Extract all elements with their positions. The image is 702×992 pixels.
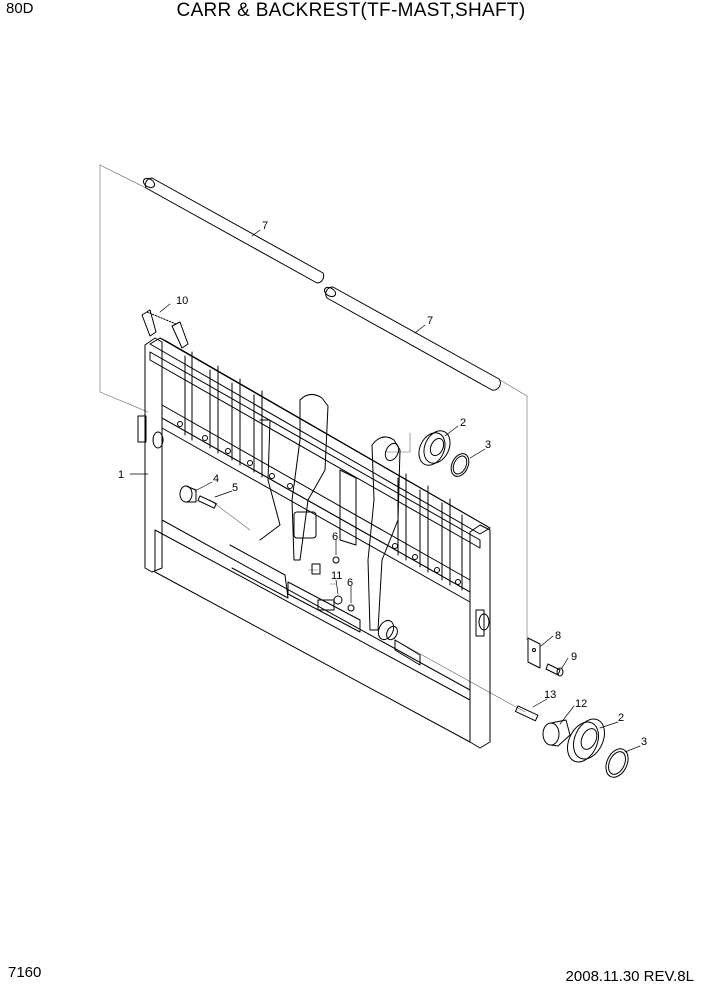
grease-fittings-10 xyxy=(141,309,189,349)
callout-3-lower: 3 xyxy=(641,736,647,748)
assembly-lines xyxy=(99,164,528,713)
callout-12: 12 xyxy=(575,698,587,710)
small-fittings xyxy=(311,556,355,612)
callout-6-lower: 6 xyxy=(347,577,353,589)
plate-8 xyxy=(527,637,541,669)
shaft-lower xyxy=(323,286,501,391)
callout-2-lower: 2 xyxy=(618,712,624,724)
shaft-end-lower xyxy=(377,442,400,641)
page-number: 7160 xyxy=(8,964,42,981)
bearing-lower xyxy=(567,718,605,763)
callout-5: 5 xyxy=(232,482,238,494)
shaft-upper xyxy=(142,177,325,284)
snap-ring-upper xyxy=(450,453,470,477)
bushing-12 xyxy=(542,719,571,747)
bolt-9 xyxy=(545,663,564,677)
revision-date: 2008.11.30 REV.8L xyxy=(565,968,694,985)
callout-7-lower: 7 xyxy=(427,315,433,327)
callout-6-upper: 6 xyxy=(332,531,338,543)
bearing-upper xyxy=(418,430,451,466)
callout-13: 13 xyxy=(544,689,556,701)
callout-10: 10 xyxy=(176,295,188,307)
callout-2-upper: 2 xyxy=(460,417,466,429)
callout-1: 1 xyxy=(118,469,124,481)
callout-8: 8 xyxy=(555,630,561,642)
callout-leaders xyxy=(129,229,641,753)
model-code: 80D xyxy=(6,0,34,17)
callout-4: 4 xyxy=(213,473,219,485)
callout-7-upper: 7 xyxy=(262,220,268,232)
callout-11: 11 xyxy=(331,570,342,582)
carriage-center-plates xyxy=(229,394,421,666)
page-title: CARR & BACKREST(TF-MAST,SHAFT) xyxy=(176,0,526,21)
callout-3-upper: 3 xyxy=(485,439,491,451)
bushing-4 xyxy=(179,485,197,503)
pin-13 xyxy=(514,705,539,722)
callout-9: 9 xyxy=(571,651,577,663)
carriage-frame xyxy=(137,337,491,749)
snap-ring-lower xyxy=(605,748,629,778)
callout-labels: 1 2 2 3 3 4 5 6 6 7 7 8 9 10 11 12 13 xyxy=(118,220,647,748)
pin-5 xyxy=(197,495,217,509)
